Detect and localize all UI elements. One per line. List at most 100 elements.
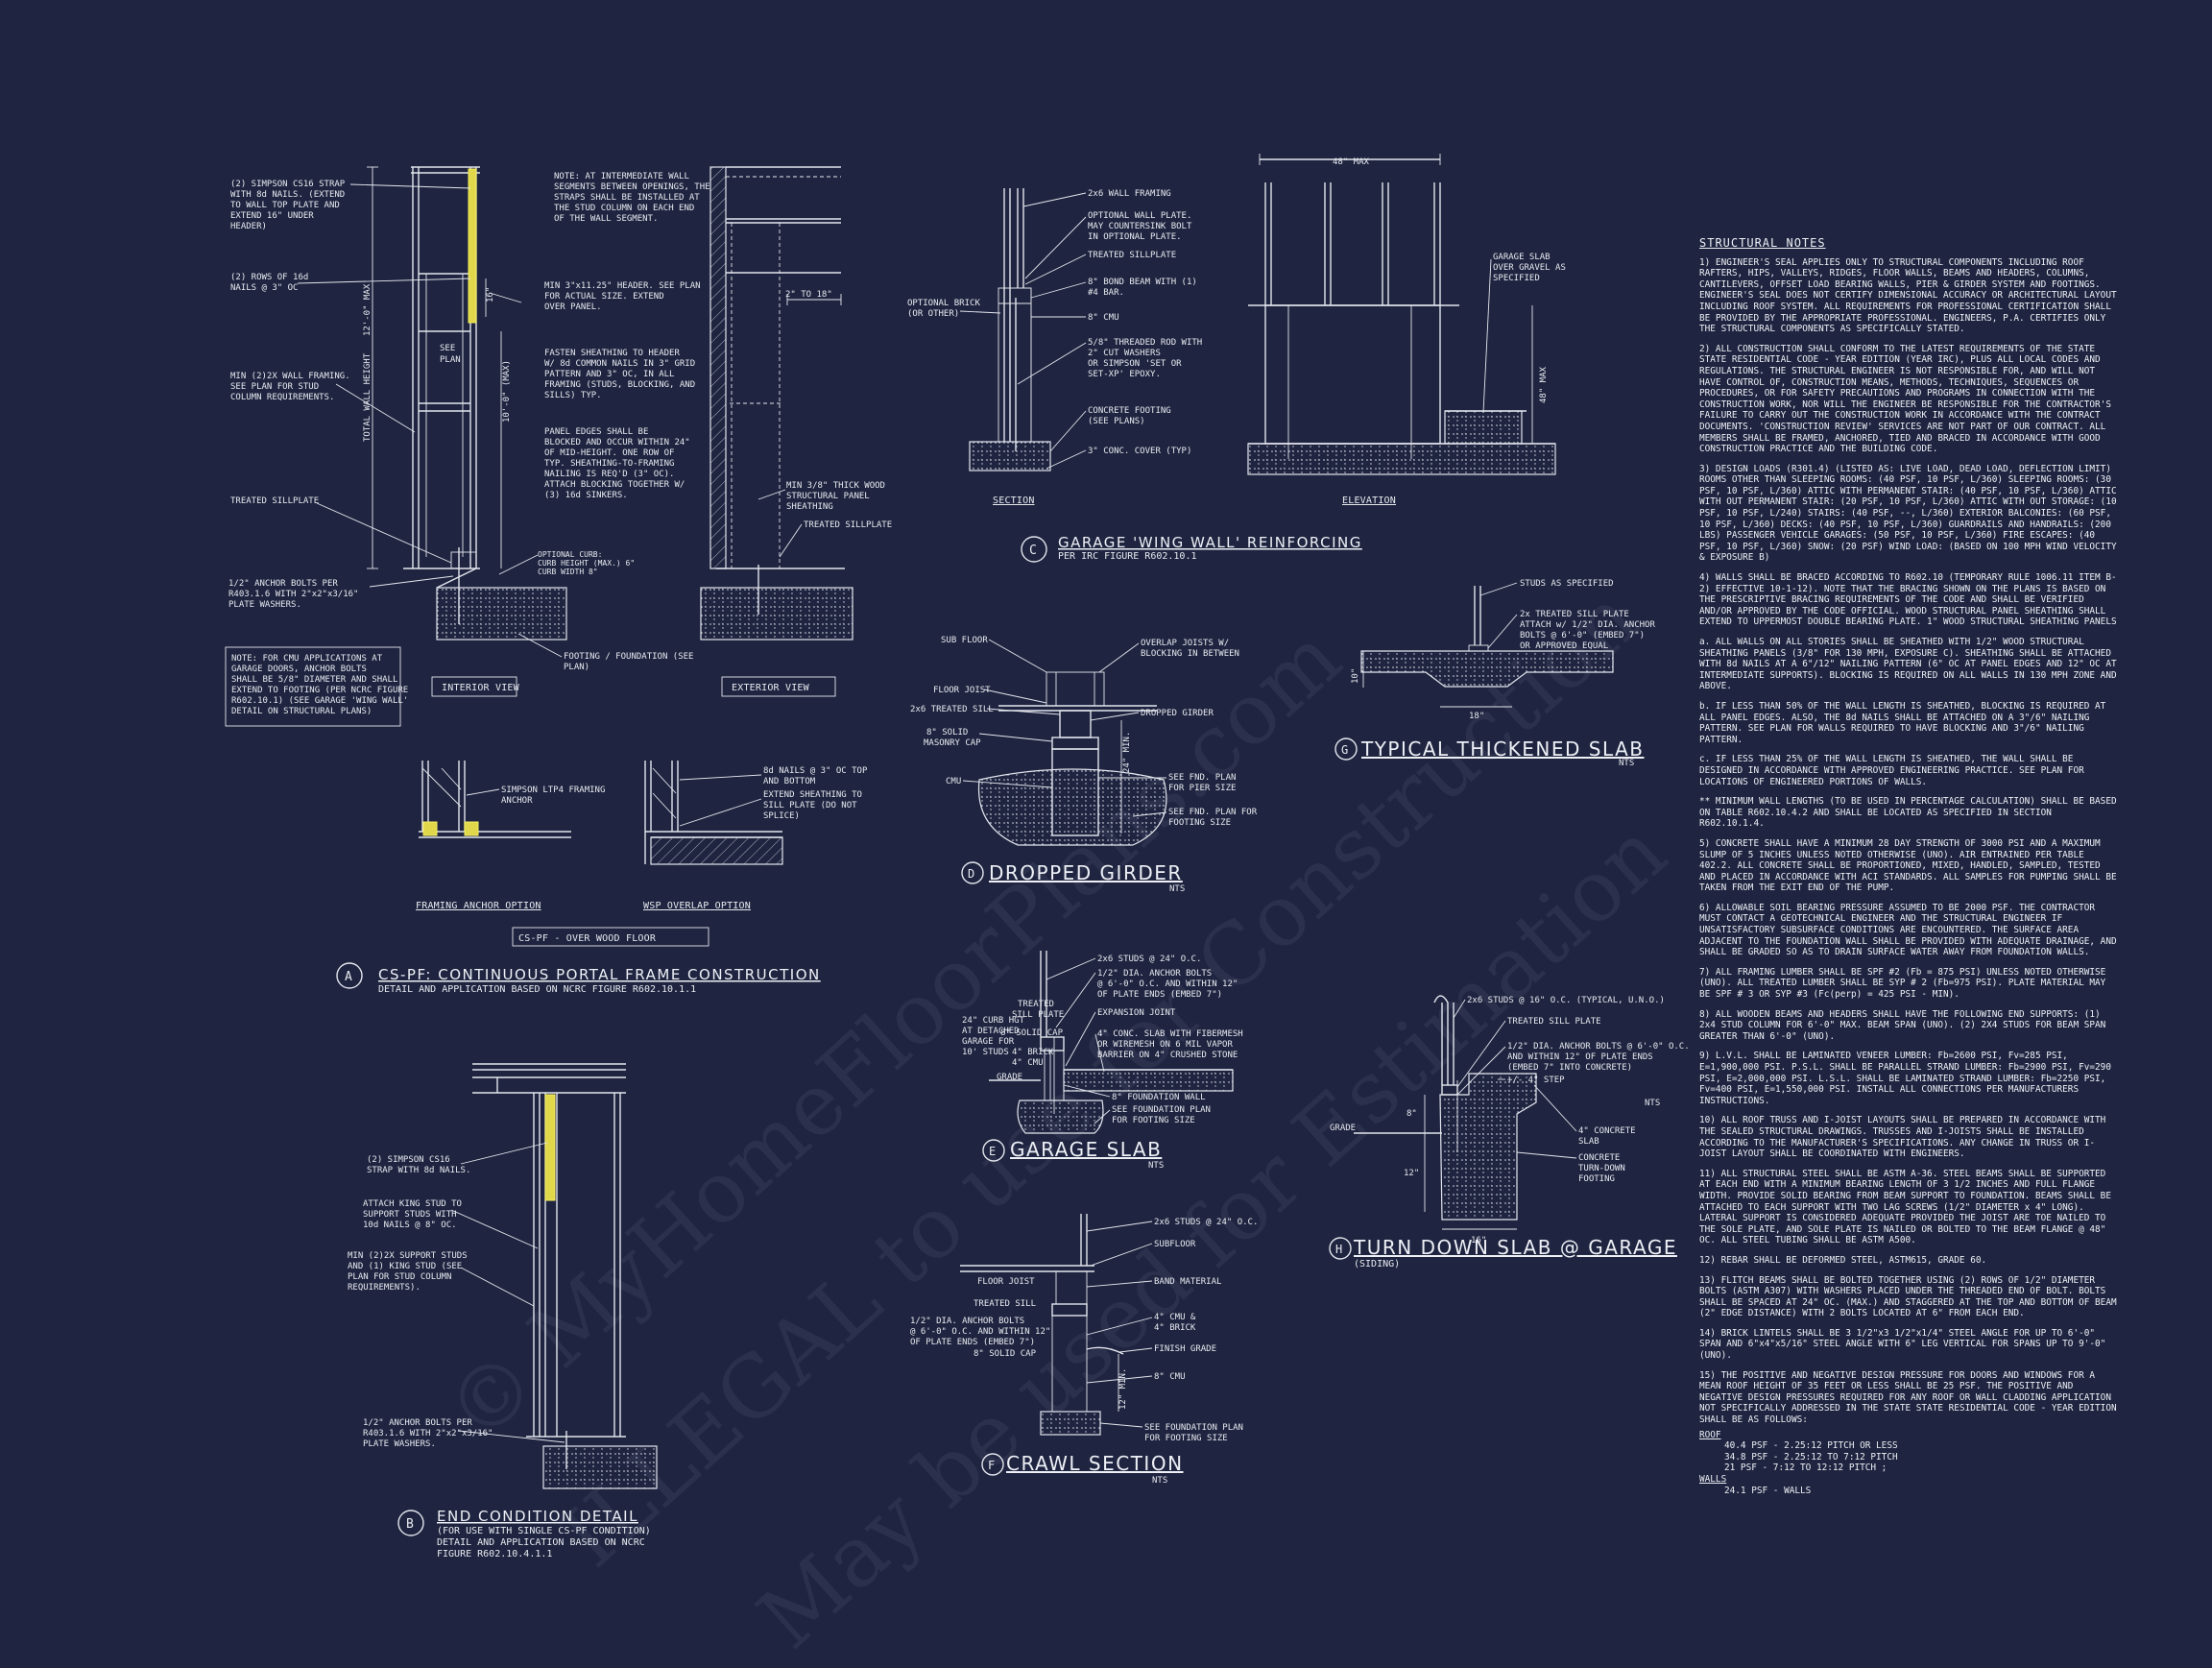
note-a-sillplate2: TREATED SILLPLATE — [804, 520, 892, 530]
note-c-sillplate: TREATED SILLPLATE — [1088, 251, 1176, 260]
note-a-footing-1: FOOTING / FOUNDATION (SEE — [564, 652, 693, 662]
wsp-overlap-option-label: WSP OVERLAP OPTION — [643, 901, 751, 911]
note-a-framing-3: COLUMN REQUIREMENTS. — [230, 393, 334, 402]
note-a-anchor-2: R403.1.6 WITH 2"x2"x3/16" — [228, 590, 358, 599]
note-paragraph-7: 7) ALL FRAMING LUMBER SHALL BE SPF #2 (F… — [1699, 966, 2106, 1001]
walls-line-1: 24.1 PSF - WALLS — [1724, 1485, 1812, 1496]
note-e-footing-1: SEE FOUNDATION PLAN — [1112, 1105, 1211, 1115]
detail-b-subtitle-1: (FOR USE WITH SINGLE CS-PF CONDITION) — [437, 1526, 651, 1536]
note-c-gravel-1: GARAGE SLAB — [1493, 253, 1551, 262]
note-f-cmu: 8" CMU — [1154, 1372, 1186, 1382]
detail-g-title-block: G TYPICAL THICKENED SLAB NTS — [1334, 737, 1643, 768]
note-b-anchor-1: 1/2" ANCHOR BOLTS PER — [363, 1418, 472, 1428]
note-a-fasten-5: SILLS) TYP. — [544, 391, 602, 400]
note-e-brick-1: 4" BRICK — [1012, 1048, 1054, 1057]
note-e-anchor-2: @ 6'-0" O.C. AND WITHIN 12" — [1097, 979, 1238, 989]
note-paragraph-2: 2) ALL CONSTRUCTION SHALL CONFORM TO THE… — [1699, 343, 2111, 455]
note-paragraph-4b: b. IF LESS THAN 50% OF THE WALL LENGTH I… — [1699, 700, 2106, 745]
note-f-anchor-3: OF PLATE ENDS (EMBED 7") — [910, 1338, 1035, 1347]
note-e-studs: 2x6 STUDS @ 24" O.C. — [1097, 955, 1201, 964]
detail-a-subtitle: DETAIL AND APPLICATION BASED ON NCRC FIG… — [378, 984, 696, 995]
note-d-overlap-1: OVERLAP JOISTS W/ — [1141, 639, 1229, 648]
detail-g-nts: NTS — [1619, 759, 1634, 768]
detail-d-title-block: D DROPPED GIRDER NTS — [961, 861, 1185, 894]
note-g-sill-3: BOLTS @ 6'-0" (EMBED 7") — [1520, 631, 1645, 641]
note-e-brick-2: 4" CMU — [1012, 1058, 1044, 1068]
note-d-pier-2: FOR PIER SIZE — [1168, 784, 1236, 793]
note-c-cmu: 8" CMU — [1088, 313, 1119, 323]
note-g-sill-4: OR APPROVED EQUAL — [1520, 641, 1608, 651]
section-label: SECTION — [993, 496, 1035, 506]
note-a-curb-3: CURB WIDTH 8" — [538, 568, 598, 576]
detail-f-nts: NTS — [1152, 1476, 1167, 1486]
note-paragraph-9: 9) L.V.L. SHALL BE LAMINATED VENEER LUMB… — [1699, 1051, 2111, 1106]
detail-g-drawing: 18" 10" STUDS AS SPECIFIED 2x TREATED SI… — [1351, 579, 1655, 721]
note-e-treated-1: TREATED — [1018, 1000, 1054, 1009]
note-f-grade: FINISH GRADE — [1154, 1344, 1216, 1354]
note-f-cap: 8" SOLID CAP — [974, 1349, 1037, 1359]
note-e-curb-1: 24" CURB HGT — [962, 1016, 1025, 1026]
note-f-cmu-brick-1: 4" CMU & — [1154, 1313, 1196, 1322]
note-f-footing-2: FOR FOOTING SIZE — [1144, 1434, 1228, 1443]
note-c-brick-2: (OR OTHER) — [907, 309, 959, 319]
d-min-label: 24" MIN. — [1122, 732, 1132, 773]
note-a-strap-2: WITH 8d NAILS. (EXTEND — [230, 190, 345, 200]
framing-anchor-option: SIMPSON LTP4 FRAMING ANCHOR FRAMING ANCH… — [416, 761, 605, 911]
note-a-panel-5: NAILING IS REQ'D (3" OC). — [544, 470, 674, 479]
detail-c-subtitle: PER IRC FIGURE R602.10.1 — [1058, 551, 1197, 562]
note-f-joist: FLOOR JOIST — [977, 1277, 1035, 1287]
note-h-slab-2: SLAB — [1578, 1137, 1599, 1147]
note-a-panel-2: BLOCKED AND OCCUR WITHIN 24" — [544, 438, 690, 447]
note-a-strap-1: (2) SIMPSON CS16 STRAP — [230, 180, 346, 189]
note-f-band: BAND MATERIAL — [1154, 1277, 1221, 1287]
dim-side-label: 48" MAX — [1539, 366, 1549, 403]
range-label: 2" TO 18" — [785, 290, 832, 300]
note-a-panel-3: OF MID-HEIGHT. ONE ROW OF — [544, 448, 674, 458]
note-a-footing-2: PLAN) — [564, 663, 589, 672]
detail-a-title-block: A CS-PF: CONTINUOUS PORTAL FRAME CONSTRU… — [336, 962, 819, 995]
detail-b-subtitle-3: FIGURE R602.10.4.1.1 — [437, 1549, 552, 1559]
note-extend-2: SILL PLATE (DO NOT — [763, 801, 857, 810]
note-e-grade: GRADE — [997, 1073, 1022, 1082]
detail-c-section: SECTION 2x6 WALL FRAMING OPTIONAL WALL P… — [907, 188, 1202, 506]
roof-line-2: 34.8 PSF - 2.25:12 TO 7:12 PITCH — [1724, 1451, 1898, 1463]
note-h-step: +/- 4" STEP — [1507, 1076, 1565, 1085]
note-a-int-3: STRAPS SHALL BE INSTALLED AT — [554, 193, 700, 203]
note-a-fasten-2: W/ 8d COMMON NAILS IN 3" GRID — [544, 359, 695, 369]
note-e-foundation: 8" FOUNDATION WALL — [1112, 1093, 1206, 1102]
note-b-anchor-2: R403.1.6 WITH 2"x2"x3/16" — [363, 1429, 493, 1438]
note-c-brick-1: OPTIONAL BRICK — [907, 299, 980, 308]
note-paragraph-1: 1) ENGINEER'S SEAL APPLIES ONLY TO STRUC… — [1699, 256, 2117, 335]
elevation-label: ELEVATION — [1342, 496, 1396, 506]
note-d-subfloor: SUB FLOOR — [941, 636, 988, 645]
over-wood-floor-label: CS-PF - OVER WOOD FLOOR — [518, 933, 657, 944]
note-b-support-1: MIN (2)2X SUPPORT STUDS — [348, 1251, 468, 1261]
note-a-anchor-1: 1/2" ANCHOR BOLTS PER — [228, 579, 338, 589]
note-d-girder: DROPPED GIRDER — [1141, 709, 1214, 718]
note-d-cap-2: MASONRY CAP — [924, 738, 981, 748]
roof-line-1: 40.4 PSF - 2.25:12 PITCH OR LESS — [1724, 1440, 1898, 1452]
note-a-strap-4: EXTEND 16" UNDER — [230, 211, 314, 221]
g-dim-label: 18" — [1469, 712, 1484, 721]
max-height-label: 12'-0" MAX — [363, 283, 373, 336]
note-b-strap-2: STRAP WITH 8d NAILS. — [367, 1166, 470, 1175]
walls-label: WALLS — [1699, 1474, 1727, 1485]
ten-max-label: 10'-0" (MAX) — [502, 360, 512, 423]
note-h-anchor-2: AND WITHIN 12" OF PLATE ENDS — [1507, 1052, 1653, 1062]
note-e-curb-2: AT DETACHED — [962, 1027, 1020, 1036]
detail-d-drawing: 24" MIN. SUB FLOOR FLOOR JOIST 2x6 TREAT… — [910, 636, 1258, 846]
note-e-slab-3: BARRIER ON 4" CRUSHED STONE — [1097, 1051, 1238, 1060]
note-a-curb-1: OPTIONAL CURB: — [538, 550, 602, 559]
note-paragraph-4a: a. ALL WALLS ON ALL STORIES SHALL BE SHE… — [1699, 637, 2117, 692]
note-d-overlap-2: BLOCKING IN BETWEEN — [1141, 649, 1239, 659]
note-a-panel-4: TYP. SHEATHING-TO-FRAMING — [544, 459, 674, 469]
detail-h-drawing: 8" 12" 16" GRADE 2x6 STUDS @ 16" O.C. (T… — [1330, 995, 1690, 1245]
exterior-view-label: EXTERIOR VIEW — [732, 683, 810, 693]
detail-a-marker: A — [345, 970, 352, 984]
f-min-label: 12" MIN. — [1118, 1368, 1128, 1410]
note-ltp4-1: SIMPSON LTP4 FRAMING — [501, 786, 605, 795]
note-b-king-3: 10d NAILS @ 8" OC. — [363, 1221, 457, 1230]
note-a-framing-2: SEE PLAN FOR STUD — [230, 382, 319, 392]
note-ltp4-2: ANCHOR — [501, 796, 533, 806]
